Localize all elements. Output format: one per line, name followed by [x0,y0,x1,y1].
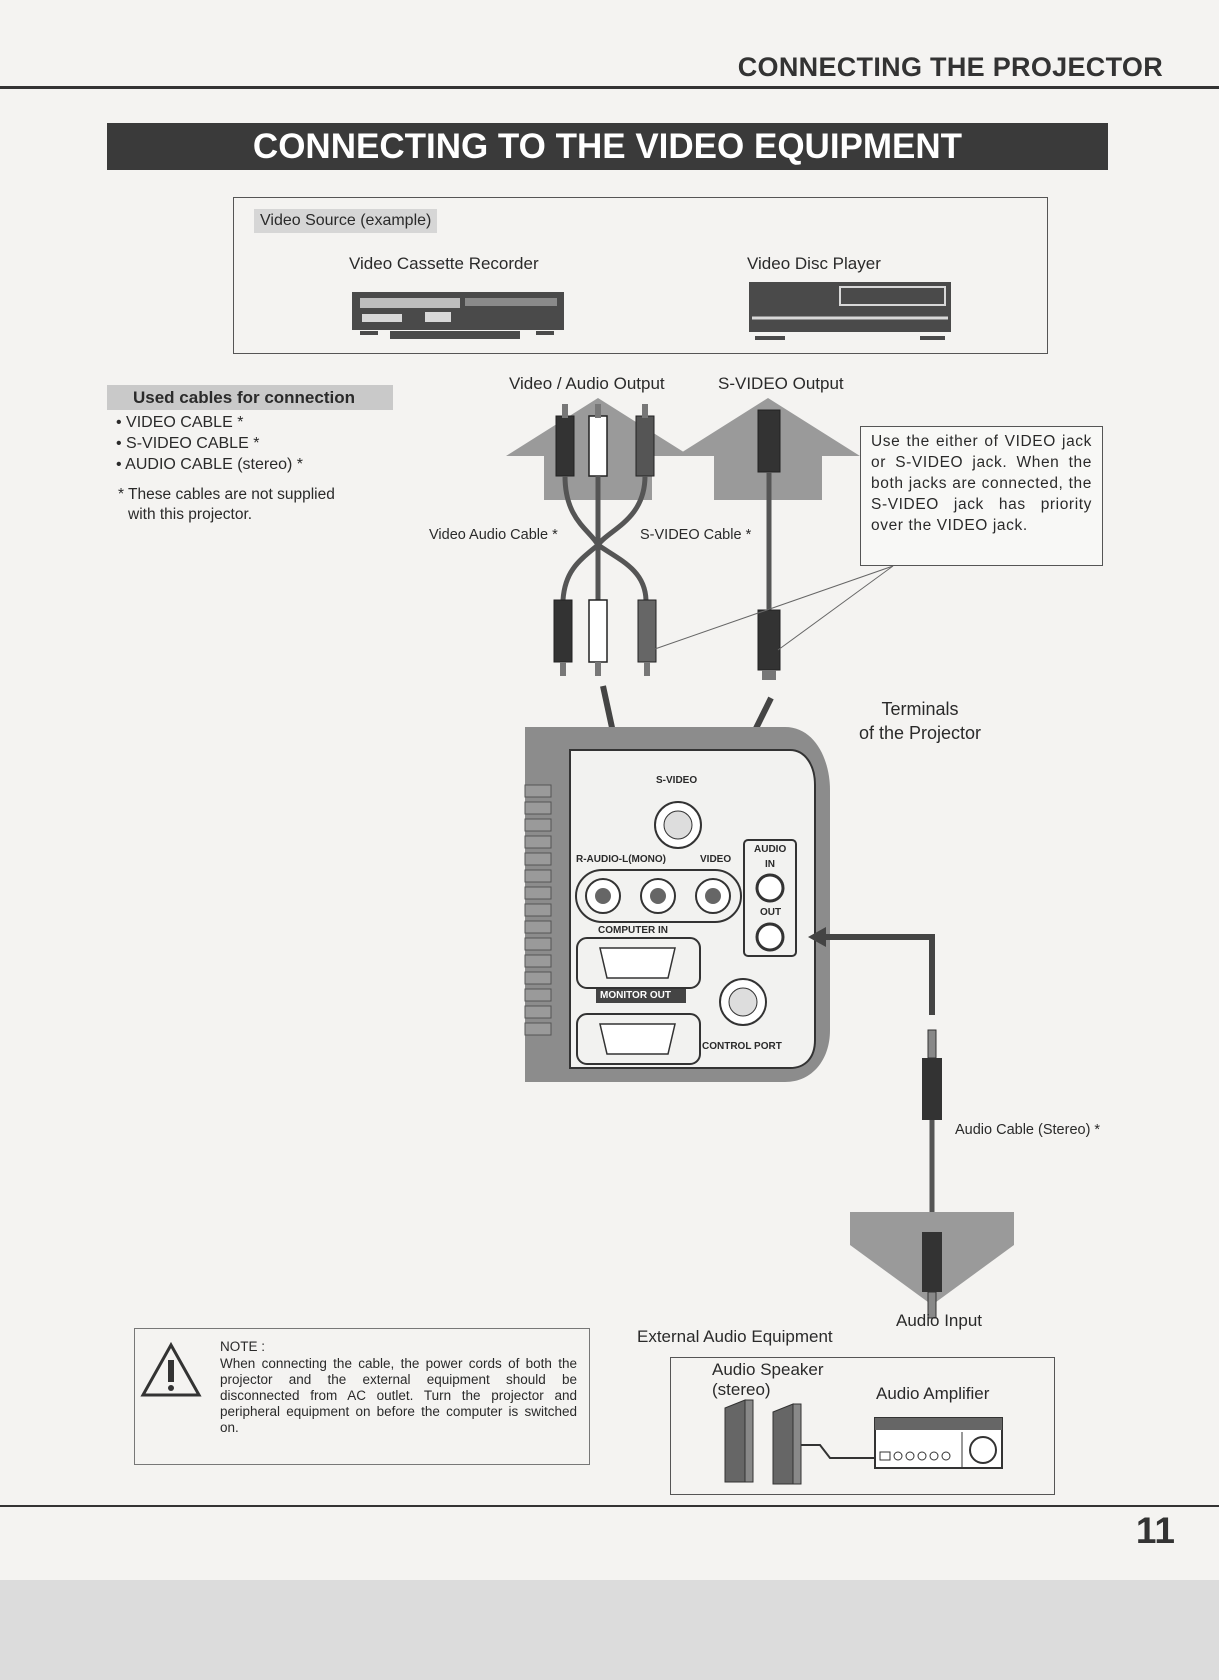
svideo-cable [757,409,781,680]
speaker-label-line1: Audio Speaker [712,1360,824,1379]
audio-out-label: OUT [760,907,782,918]
monitor-out-label: MONITOR OUT [600,990,671,1001]
vcr-illustration [352,292,564,339]
video-source-tag: Video Source (example) [254,209,438,233]
audio-port-label: AUDIO [754,844,787,855]
video-audio-cable-label: Video Audio Cable * [429,527,558,543]
amplifier-illustration [874,1417,1003,1469]
footnote-line2: with this projector. [128,506,253,523]
disc-player-illustration [749,282,951,340]
cable-item: • VIDEO CABLE * [116,414,244,431]
rca-top-plugs [555,404,655,477]
svideo-cable-label: S-VIDEO Cable * [640,527,752,543]
audio-stereo-cable [922,1029,942,1232]
warning-icon [140,1341,202,1397]
amplifier-label: Audio Amplifier [876,1384,990,1403]
rca-cable [560,475,649,601]
speaker-label: Audio Speaker (stereo) [712,1360,824,1400]
priority-note: Use the either of VIDEO jack or S-VIDEO … [860,426,1103,566]
svideo-port-label: S-VIDEO [656,775,698,786]
audio-lr-port-label: R-AUDIO-L(MONO) [576,854,666,865]
header-rule [0,86,1219,89]
computer-in-label: COMPUTER IN [598,925,668,936]
section-header: CONNECTING THE PROJECTOR [737,52,1163,82]
footnote-line1: * These cables are not supplied [118,486,335,503]
audio-input-plug [922,1232,942,1319]
used-cables-heading: Used cables for connection [107,385,393,410]
page-number: 11 [1135,1510,1175,1551]
video-port-label: VIDEO [700,854,732,865]
video-source-box [233,197,1048,354]
external-audio-title: External Audio Equipment [637,1327,833,1346]
audio-cable-label: Audio Cable (Stereo) * [955,1122,1101,1138]
cables-footnote: * These cables are not supplied with thi… [118,485,335,525]
cable-item: • S-VIDEO CABLE * [116,435,260,452]
page-bottom-band [0,1580,1219,1680]
video-audio-output-label: Video / Audio Output [509,374,665,393]
speaker-label-line2: (stereo) [712,1380,771,1399]
projector-panel [524,727,830,1082]
audio-in-label: IN [765,859,775,870]
terminals-label-line2: of the Projector [858,723,982,743]
cable-item: • AUDIO CABLE (stereo) * [116,456,303,473]
speakers-illustration [724,1399,875,1485]
disc-player-label: Video Disc Player [747,254,881,273]
note-box [134,1328,590,1465]
note-label: NOTE : [220,1339,266,1354]
terminals-label-line1: Terminals [881,699,959,719]
note-text: When connecting the cable, the power cor… [220,1356,577,1435]
rca-bottom-plugs [553,599,657,676]
vcr-label: Video Cassette Recorder [349,254,539,273]
external-audio-box [670,1357,1055,1495]
footer-rule [0,1505,1219,1507]
page-title: CONNECTING TO THE VIDEO EQUIPMENT [107,123,1108,170]
svideo-output-label: S-VIDEO Output [718,374,844,393]
control-port-label: CONTROL PORT [702,1041,782,1052]
audio-out-arrow [808,927,935,1015]
audio-input-label: Audio Input [896,1311,983,1330]
terminals-label: Terminals of the Projector [852,697,988,745]
